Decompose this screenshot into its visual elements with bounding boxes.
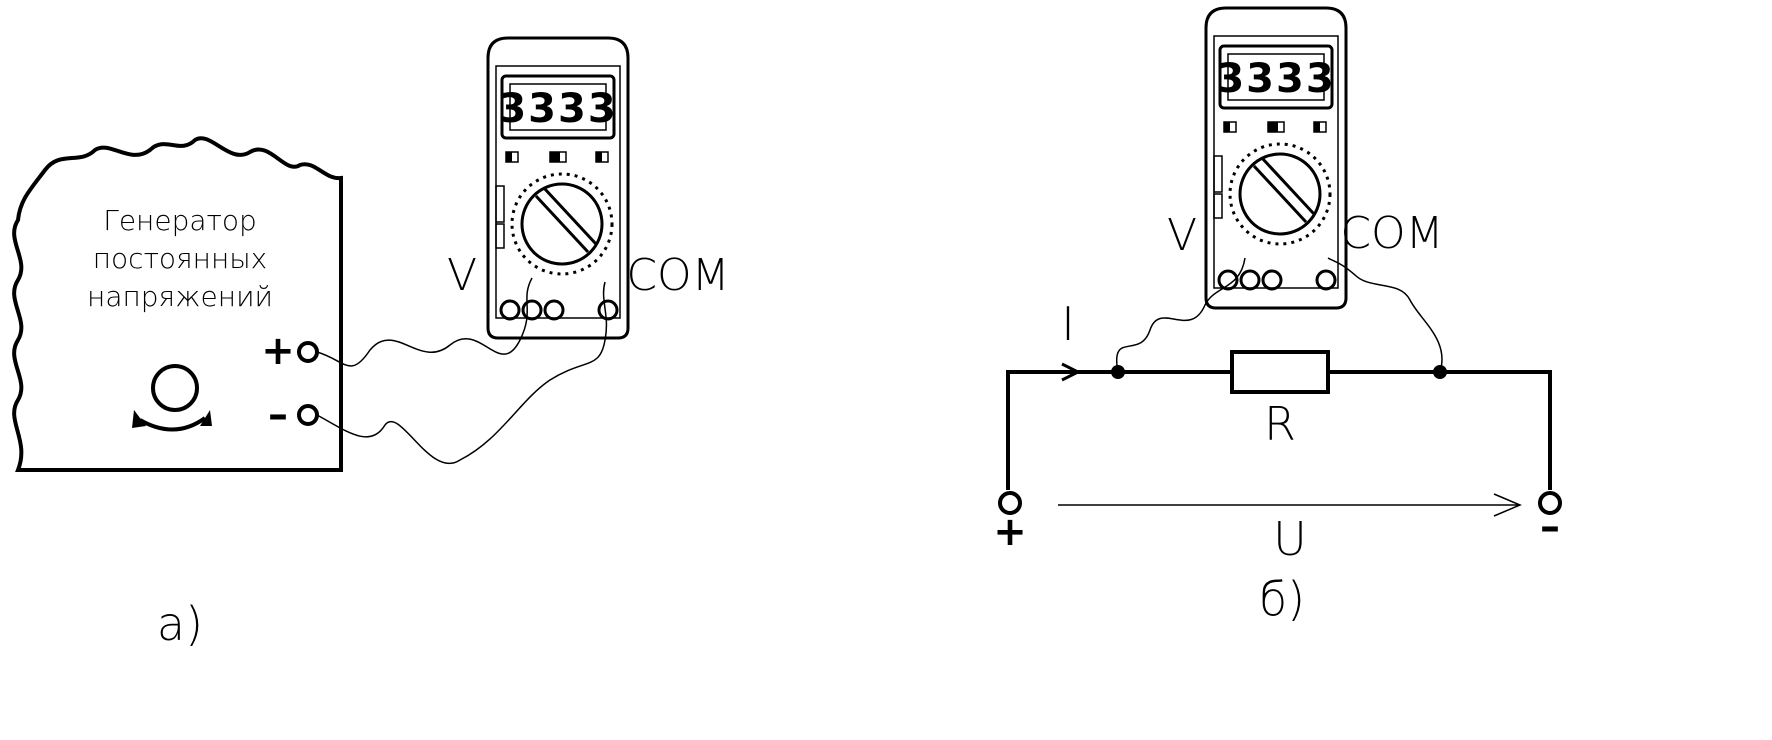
panel-b: V COM R I + – U б) (993, 6, 1562, 626)
caption-a: а) (157, 597, 203, 651)
probe-wire-com-b (1327, 257, 1443, 373)
current-label: I (1061, 297, 1075, 351)
resistor-label: R (1264, 397, 1296, 451)
generator-box-outline (12, 136, 343, 472)
probe-wire-com-a (316, 281, 608, 464)
generator-plus-label: + (261, 328, 295, 374)
terminal-plus-b[interactable] (998, 491, 1022, 515)
multimeter-b (1204, 6, 1348, 310)
voltage-arrow (1058, 493, 1522, 517)
multimeter-a-v-label: V (447, 250, 477, 301)
multimeter-b-v-label: V (1167, 210, 1197, 261)
multimeter-a-com-label: COM (626, 250, 729, 301)
current-arrow (1035, 362, 1082, 382)
caption-b: б) (1259, 572, 1305, 626)
circuit-wire (1006, 370, 1552, 490)
generator-label-line-2: постоянных (93, 242, 268, 275)
adjust-knob-icon[interactable] (132, 364, 212, 432)
generator-minus-terminal[interactable] (297, 404, 319, 426)
terminal-minus-b[interactable] (1538, 491, 1562, 515)
generator-label-line-1: Генератор (103, 204, 257, 237)
voltage-label: U (1273, 512, 1307, 566)
resistor (1230, 350, 1330, 394)
generator-minus-label: – (268, 392, 288, 438)
generator-plus-terminal[interactable] (297, 341, 319, 363)
terminal-minus-label: – (1540, 504, 1560, 550)
probe-wire-v-b (1115, 257, 1246, 373)
generator-label-line-3: напряжений (87, 280, 273, 313)
multimeter-b-com-label: COM (1340, 208, 1443, 259)
panel-a: Генератор постоянных напряжений + – V CO… (12, 36, 730, 651)
multimeter-a (486, 36, 630, 340)
probe-wire-v-a (316, 277, 533, 367)
terminal-plus-label: + (993, 509, 1027, 555)
